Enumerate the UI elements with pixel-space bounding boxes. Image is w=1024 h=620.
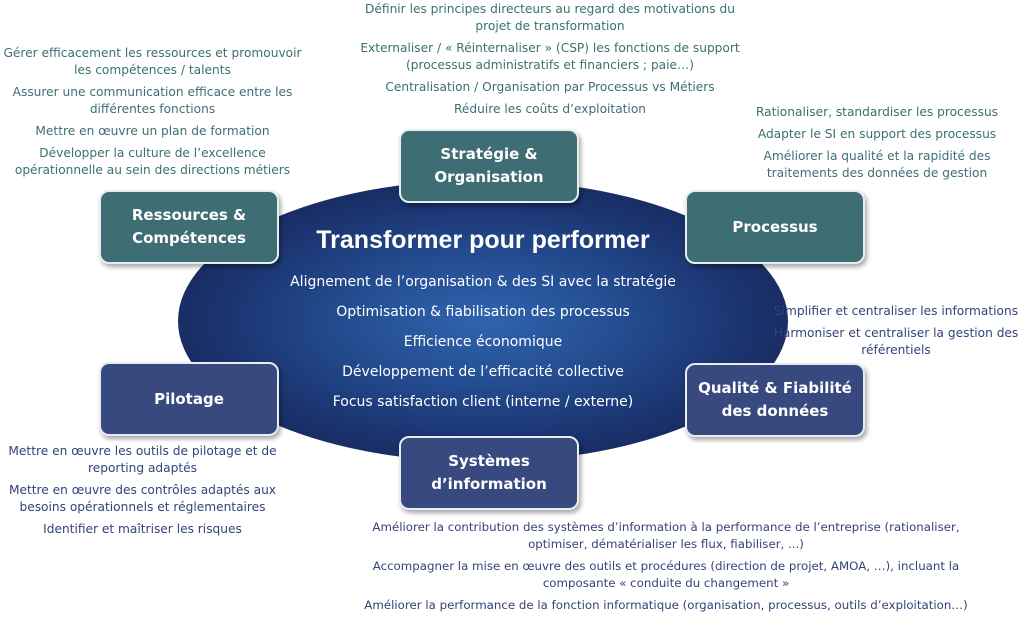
central-item: Optimisation & fiabilisation des process… bbox=[336, 304, 630, 320]
list-item: Assurer une communication efficace entre… bbox=[12, 85, 293, 116]
list-item: Mettre en œuvre un plan de formation bbox=[35, 124, 270, 138]
list-item: Rationaliser, standardiser les processus bbox=[755, 105, 999, 119]
central-item: Alignement de l’organisation & des SI av… bbox=[290, 274, 676, 290]
list-item: Gérer efficacement les ressources et pro… bbox=[3, 46, 302, 77]
central-content: Transformer pour performer Alignement de… bbox=[260, 226, 706, 417]
box-processus: Processus bbox=[685, 190, 865, 264]
list-item: Améliorer la performance de la fonction … bbox=[364, 598, 968, 612]
box-strategie: Stratégie & Organisation bbox=[399, 129, 579, 203]
list-item: Simplifier et centraliser les informatio… bbox=[773, 304, 1019, 318]
qualite-list: Simplifier et centraliser les informatio… bbox=[768, 303, 1024, 364]
pilotage-list: Mettre en œuvre les outils de pilotage e… bbox=[0, 443, 285, 543]
list-item: Améliorer la contribution des systèmes d… bbox=[372, 520, 960, 551]
list-item: Mettre en œuvre les outils de pilotage e… bbox=[8, 444, 277, 475]
strategie-list: Définir les principes directeurs au rega… bbox=[350, 1, 750, 123]
box-label: Stratégie & Organisation bbox=[434, 145, 544, 186]
processus-list: Rationaliser, standardiser les processus… bbox=[740, 104, 1014, 187]
box-qualite: Qualité & Fiabilité des données bbox=[685, 363, 865, 437]
list-item: Adapter le SI en support des processus bbox=[757, 127, 997, 141]
list-item: Identifier et maîtriser les risques bbox=[43, 522, 242, 536]
list-item: Définir les principes directeurs au rega… bbox=[365, 2, 735, 33]
list-item: Accompagner la mise en œuvre des outils … bbox=[372, 559, 960, 590]
systemes-list: Améliorer la contribution des systèmes d… bbox=[345, 519, 987, 619]
central-item: Développement de l’efficacité collective bbox=[342, 364, 624, 380]
box-label: Pilotage bbox=[154, 389, 224, 408]
box-label: Systèmes d’information bbox=[431, 452, 547, 493]
box-label: Qualité & Fiabilité des données bbox=[698, 379, 852, 420]
ressources-list: Gérer efficacement les ressources et pro… bbox=[0, 45, 305, 184]
box-ressources: Ressources & Compétences bbox=[99, 190, 279, 264]
list-item: Externaliser / « Réinternaliser » (CSP) … bbox=[360, 41, 740, 72]
list-item: Mettre en œuvre des contrôles adaptés au… bbox=[8, 483, 277, 514]
list-item: Améliorer la qualité et la rapidité des … bbox=[763, 149, 991, 180]
list-item: Centralisation / Organisation par Proces… bbox=[385, 80, 715, 94]
list-item: Harmoniser et centraliser la gestion des… bbox=[773, 326, 1019, 357]
list-item: Développer la culture de l’excellence op… bbox=[14, 146, 291, 177]
box-systemes: Systèmes d’information bbox=[399, 436, 579, 510]
central-item: Efficience économique bbox=[403, 334, 563, 350]
box-label: Processus bbox=[732, 217, 818, 236]
box-label: Ressources & Compétences bbox=[131, 206, 247, 247]
central-title: Transformer pour performer bbox=[316, 226, 650, 254]
list-item: Réduire les coûts d’exploitation bbox=[453, 102, 647, 116]
box-pilotage: Pilotage bbox=[99, 362, 279, 436]
central-item: Focus satisfaction client (interne / ext… bbox=[332, 394, 634, 410]
